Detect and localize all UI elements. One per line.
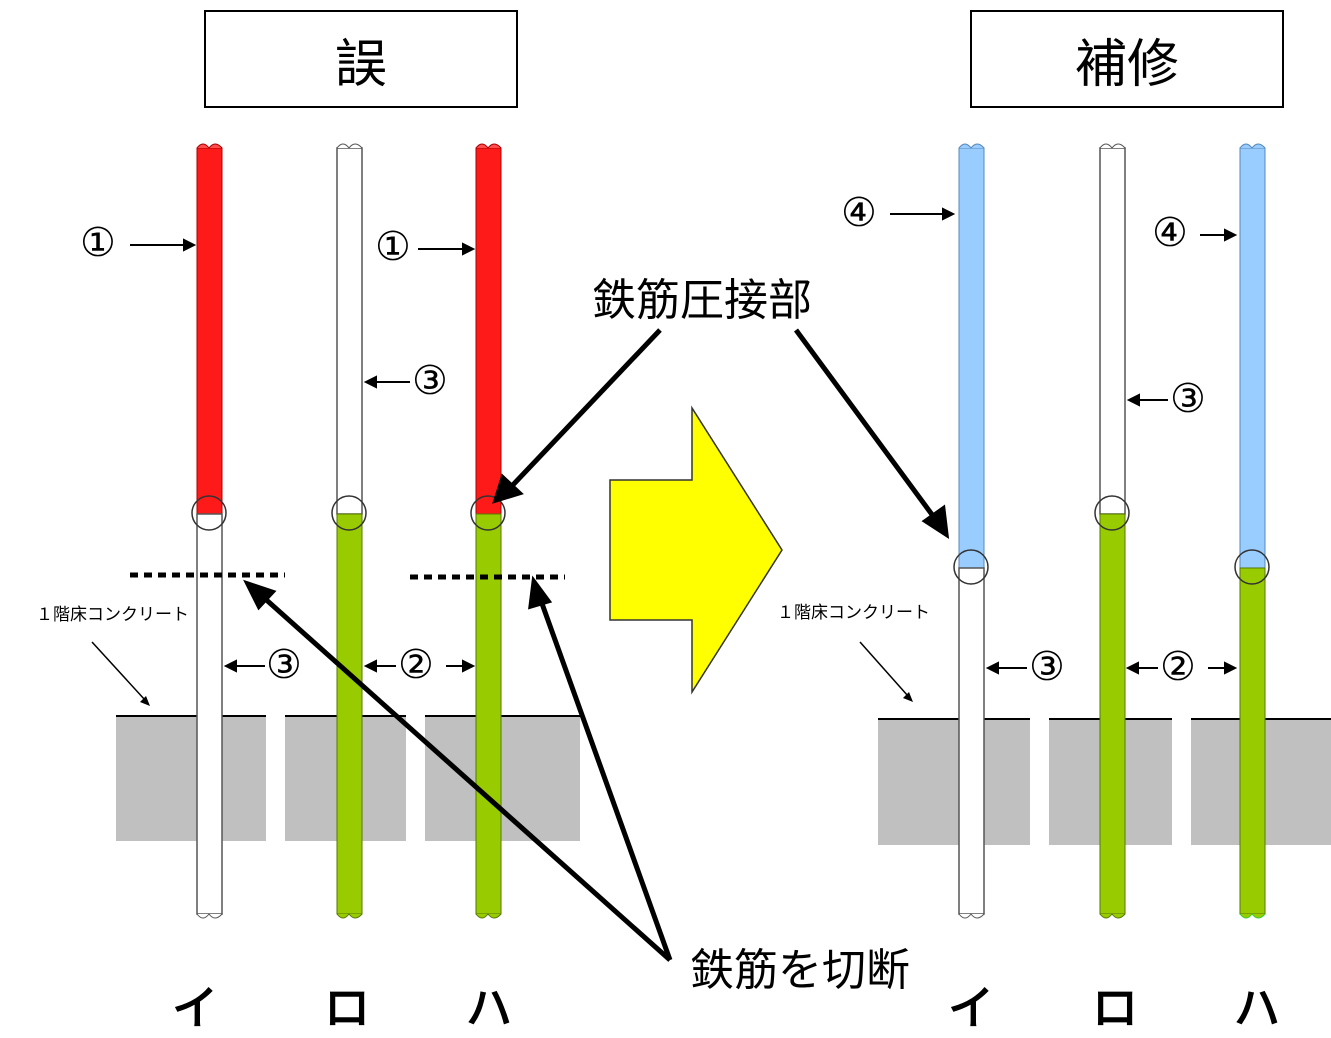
callout-arrow xyxy=(260,594,672,962)
callout-pressure-weld: 鉄筋圧接部 xyxy=(592,275,812,326)
marker-three: ③ xyxy=(412,358,448,404)
rebar-ro-upper xyxy=(336,147,363,515)
weld-circle xyxy=(470,495,506,531)
callout-arrowhead xyxy=(492,473,524,504)
marker-arrowhead xyxy=(1224,661,1238,675)
rebar-ha-upper-red xyxy=(475,147,502,515)
bar-label-i: イ xyxy=(948,981,994,1035)
rebar-end xyxy=(1239,913,1266,919)
rebar-ro-upper xyxy=(1099,147,1126,515)
floor-label-arrowhead xyxy=(903,692,913,702)
title-repair: 補修 xyxy=(1074,34,1179,95)
rebar-ha-lower-green xyxy=(475,513,502,915)
rebar-end xyxy=(196,913,223,919)
callout-arrow xyxy=(537,597,673,961)
rebar-end xyxy=(475,913,502,919)
rebar-end xyxy=(1099,913,1126,919)
rebar-i-lower xyxy=(958,567,985,915)
callout-arrow xyxy=(508,328,662,490)
marker-arrowhead xyxy=(1125,661,1139,675)
rebar-ha-upper-blue xyxy=(1239,147,1266,569)
rebar-ro-lower-green xyxy=(336,513,363,915)
marker-arrowhead xyxy=(985,661,999,675)
rebar-ro-lower-green xyxy=(1099,513,1126,915)
weld-circle xyxy=(331,495,367,531)
transition-arrow xyxy=(609,405,783,695)
weld-circle xyxy=(1234,549,1270,585)
rebar-i-upper-blue xyxy=(958,147,985,569)
rebar-end xyxy=(958,913,985,919)
marker-arrowhead xyxy=(1126,393,1140,407)
callout-arrowhead xyxy=(921,504,950,540)
callout-arrowhead xyxy=(243,579,277,611)
bar-label-i: イ xyxy=(172,981,218,1035)
callout-cut-rebar: 鉄筋を切断 xyxy=(690,945,910,996)
rebar-ha-lower-green xyxy=(1239,567,1266,915)
floor-label-arrowhead xyxy=(140,696,150,706)
marker-arrowhead xyxy=(462,659,476,673)
marker-arrowhead xyxy=(223,659,237,673)
marker-three: ③ xyxy=(1029,644,1065,690)
marker-three: ③ xyxy=(266,642,302,688)
marker-one: ① xyxy=(80,220,116,266)
rebar-end xyxy=(336,143,363,149)
marker-arrowhead xyxy=(363,375,377,389)
marker-three: ③ xyxy=(1170,376,1206,422)
title-error: 誤 xyxy=(334,34,387,95)
marker-four: ④ xyxy=(1152,210,1188,256)
marker-arrowhead xyxy=(183,238,197,252)
weld-circle xyxy=(1094,495,1130,531)
floor-label-pointer xyxy=(859,641,909,697)
marker-two: ② xyxy=(1160,644,1196,690)
rebar-end xyxy=(336,913,363,919)
weld-circle xyxy=(191,495,227,531)
rebar-i-lower xyxy=(196,513,223,915)
floor-label-pointer xyxy=(91,641,146,701)
marker-arrowhead xyxy=(363,659,377,673)
callout-arrow xyxy=(793,328,939,522)
rebar-i-upper-red xyxy=(196,147,223,515)
rebar-end xyxy=(196,143,223,149)
floor-label-left: １階床コンクリート xyxy=(36,605,189,625)
marker-four: ④ xyxy=(841,190,877,236)
weld-circle xyxy=(953,549,989,585)
marker-arrowhead xyxy=(1224,228,1238,242)
concrete-slab xyxy=(425,717,580,841)
bar-label-ro: ロ xyxy=(324,981,370,1035)
bar-label-ha: ハ xyxy=(1234,981,1280,1035)
concrete-slab xyxy=(878,720,1030,845)
concrete-slab xyxy=(116,717,266,841)
title-repair-box: 補修 xyxy=(970,10,1284,108)
rebar-end xyxy=(958,143,985,149)
title-error-box: 誤 xyxy=(204,10,518,108)
floor-label-right: １階床コンクリート xyxy=(777,603,930,623)
rebar-end xyxy=(475,143,502,149)
bar-label-ha: ハ xyxy=(466,981,512,1035)
marker-arrowhead xyxy=(942,207,956,221)
rebar-end xyxy=(1099,143,1126,149)
marker-arrowhead xyxy=(462,242,476,256)
callout-arrowhead xyxy=(528,575,553,610)
marker-one: ① xyxy=(375,224,411,270)
bar-label-ro: ロ xyxy=(1092,981,1138,1035)
rebar-end xyxy=(1239,143,1266,149)
marker-two: ② xyxy=(398,642,434,688)
